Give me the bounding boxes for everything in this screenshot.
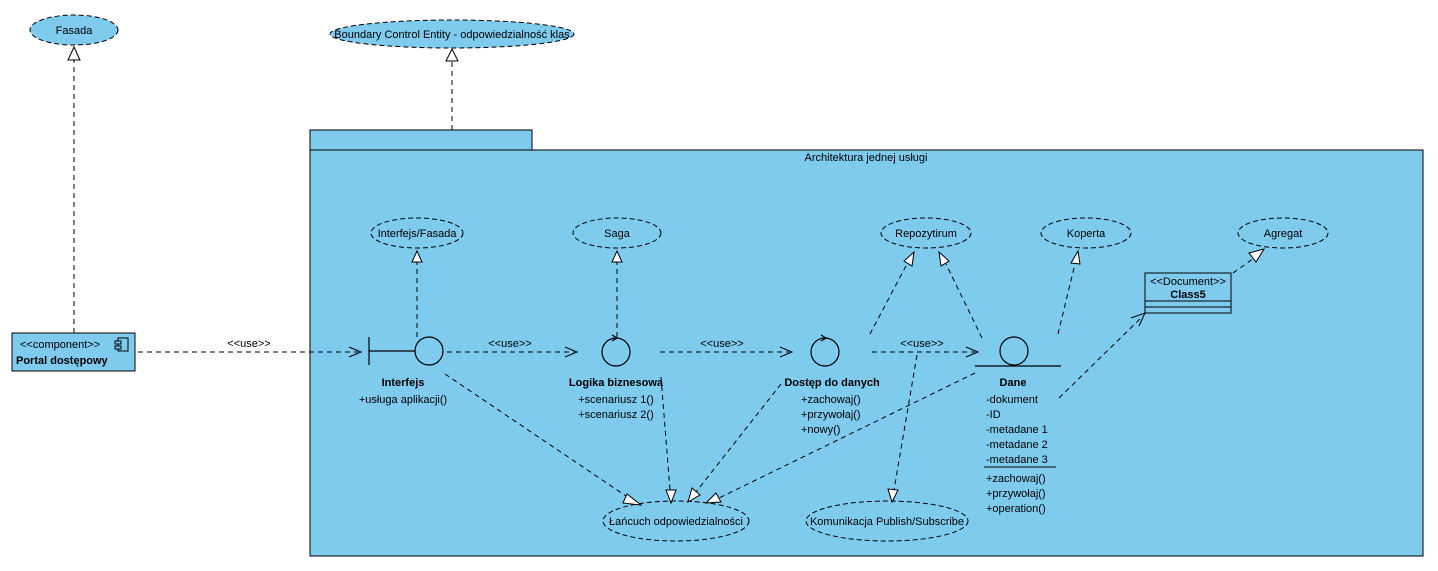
entity-op-3: +operation() <box>986 503 1046 515</box>
ellipse-fasada-label: Fasada <box>56 25 94 37</box>
ellipse-komunikacja-label: Komunikacja Publish/Subscribe <box>810 516 964 528</box>
ellipse-agregat-label: Agregat <box>1264 228 1303 240</box>
use-arrowhead <box>779 346 794 358</box>
dependency-arrowhead <box>1130 312 1146 327</box>
realization-arrowhead <box>1070 249 1081 265</box>
use-label-4: <<use>> <box>900 338 943 350</box>
ellipse-repozytorium-label: Repozytirum <box>895 228 957 240</box>
boundary-interfejs[interactable]: Interfejs +usługa aplikacji() <box>359 336 447 406</box>
realization-arrowhead <box>887 488 899 504</box>
realization-dostep-lancuch <box>695 383 782 493</box>
ellipse-agregat[interactable]: Agregat <box>1237 217 1329 249</box>
realization-arrowhead <box>1248 248 1266 263</box>
realization-dane-repo <box>945 263 983 339</box>
entity-name: Dane <box>1000 377 1027 389</box>
control-dostep[interactable]: Dostęp do danych +zachowaj() +przywołaj(… <box>784 334 880 436</box>
realization-class5-agregat <box>1232 257 1255 274</box>
entity-dane[interactable]: Dane -dokument -ID -metadane 1 -metadane… <box>975 336 1061 515</box>
boundary-circle <box>414 336 444 366</box>
realization-interfejs-lancuch <box>444 373 630 499</box>
realization-dane-koperta <box>1057 263 1076 335</box>
control-name: Dostęp do danych <box>784 377 880 389</box>
use-arrowhead <box>965 346 980 358</box>
realization-arrowhead <box>687 487 701 504</box>
realization-arrowhead <box>411 249 423 263</box>
control-op-1: +scenariusz 1() <box>578 394 654 406</box>
control-arrowhead <box>611 334 619 342</box>
entity-op-2: +przywołaj() <box>986 488 1046 500</box>
realization-arrowhead <box>903 250 915 267</box>
ellipse-repozytorium[interactable]: Repozytirum <box>880 217 972 249</box>
ellipse-koperta-label: Koperta <box>1067 228 1106 240</box>
entity-attr-1: -dokument <box>986 394 1038 406</box>
component-portal[interactable]: <<component>> Portal dostępowy <box>11 332 136 372</box>
control-op-2: +scenariusz 2() <box>578 409 654 421</box>
ellipse-bce-label: Boundary Control Entity - odpowiedzialno… <box>334 29 570 41</box>
use-label-3: <<use>> <box>700 338 743 350</box>
ellipse-lancuch[interactable]: Łańcuch odpowiedzialności <box>602 500 750 542</box>
ellipse-komunikacja[interactable]: Komunikacja Publish/Subscribe <box>805 500 969 542</box>
package-tab <box>309 129 533 151</box>
connectors: <<use>> <<use>> <<use>> <<use>> <box>67 45 1266 506</box>
control-arrowhead <box>820 334 828 342</box>
entity-attr-4: -metadane 2 <box>986 439 1048 451</box>
realization-komunikacja <box>893 354 918 491</box>
package-body <box>309 149 1424 557</box>
boundary-op-1: +usługa aplikacji() <box>359 394 447 406</box>
realization-arrowhead <box>938 250 950 267</box>
entity-attr-5: -metadane 3 <box>986 454 1048 466</box>
component-name: Portal dostępowy <box>16 355 109 367</box>
entity-op-1: +zachowaj() <box>986 473 1046 485</box>
ellipse-bce[interactable]: Boundary Control Entity - odpowiedzialno… <box>329 19 575 49</box>
realization-arrowhead <box>704 492 722 504</box>
ellipse-interfejs-fasada-label: Interfejs/Fasada <box>378 228 458 240</box>
use-label-2: <<use>> <box>488 338 531 350</box>
entity-circle <box>999 336 1029 366</box>
control-op-3: +nowy() <box>801 424 840 436</box>
realization-dostep-repo <box>869 263 908 335</box>
component-stereotype: <<component>> <box>20 339 100 351</box>
ellipse-lancuch-label: Łańcuch odpowiedzialności <box>609 516 743 528</box>
control-op-2: +przywołaj() <box>801 409 861 421</box>
control-logika[interactable]: Logika biznesowa +scenariusz 1() +scenar… <box>569 334 664 421</box>
realization-arrowhead <box>665 489 677 505</box>
document-name: Class5 <box>1170 289 1205 301</box>
realization-arrowhead <box>622 493 643 506</box>
realization-logika-lancuch <box>660 376 671 491</box>
ellipse-fasada[interactable]: Fasada <box>29 14 119 46</box>
realization-dane-lancuch <box>718 372 976 499</box>
ellipse-interfejs-fasada[interactable]: Interfejs/Fasada <box>370 217 464 249</box>
realization-arrowhead <box>445 47 459 62</box>
package[interactable]: Architektura jednej usługi <box>309 129 1424 557</box>
ellipse-saga[interactable]: Saga <box>572 217 662 249</box>
document-stereotype: <<Document>> <box>1150 276 1226 288</box>
component-icon <box>114 337 129 352</box>
ellipse-koperta[interactable]: Koperta <box>1040 217 1132 249</box>
use-arrowhead <box>348 346 363 358</box>
entity-attr-3: -metadane 1 <box>986 424 1048 436</box>
entity-attr-2: -ID <box>986 409 1001 421</box>
dependency-dane-class5 <box>1058 315 1144 399</box>
realization-arrowhead <box>67 45 81 61</box>
control-op-1: +zachowaj() <box>801 394 861 406</box>
use-label-1: <<use>> <box>227 338 270 350</box>
ellipse-saga-label: Saga <box>604 228 631 240</box>
document-class5[interactable]: <<Document>> Class5 <box>1144 272 1232 314</box>
package-title: Architektura jednej usługi <box>805 152 928 164</box>
realization-arrowhead <box>611 249 623 263</box>
control-name: Logika biznesowa <box>569 377 664 389</box>
use-arrowhead <box>564 346 579 358</box>
boundary-name: Interfejs <box>382 377 425 389</box>
